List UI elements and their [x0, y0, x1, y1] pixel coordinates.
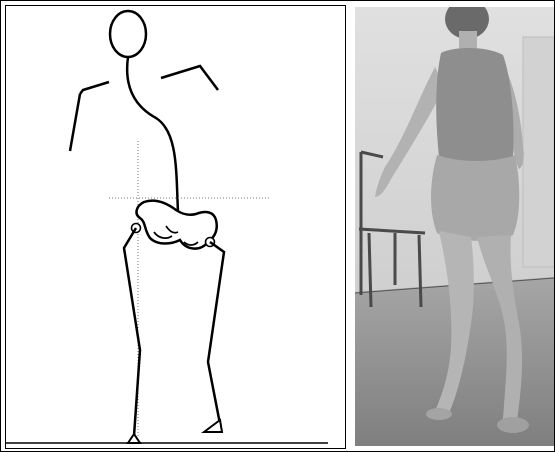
left-forearm — [70, 94, 80, 151]
tank-top — [436, 48, 513, 162]
spine-line — [127, 57, 178, 212]
neck — [459, 31, 477, 49]
wall-panel — [523, 37, 554, 267]
stick-figure-diagram — [5, 5, 346, 449]
walking-photo — [355, 7, 554, 446]
right-arm — [161, 66, 218, 90]
walking-photo-svg — [355, 7, 554, 446]
shorts — [431, 155, 519, 241]
head-outline — [110, 11, 146, 57]
right-leg — [208, 242, 224, 424]
left-leg — [124, 228, 140, 436]
left-foot-photo — [426, 408, 452, 420]
stick-figure-svg — [6, 6, 345, 448]
right-foot-photo — [497, 417, 529, 433]
left-arm — [80, 82, 109, 94]
right-foot-marker — [204, 420, 222, 432]
